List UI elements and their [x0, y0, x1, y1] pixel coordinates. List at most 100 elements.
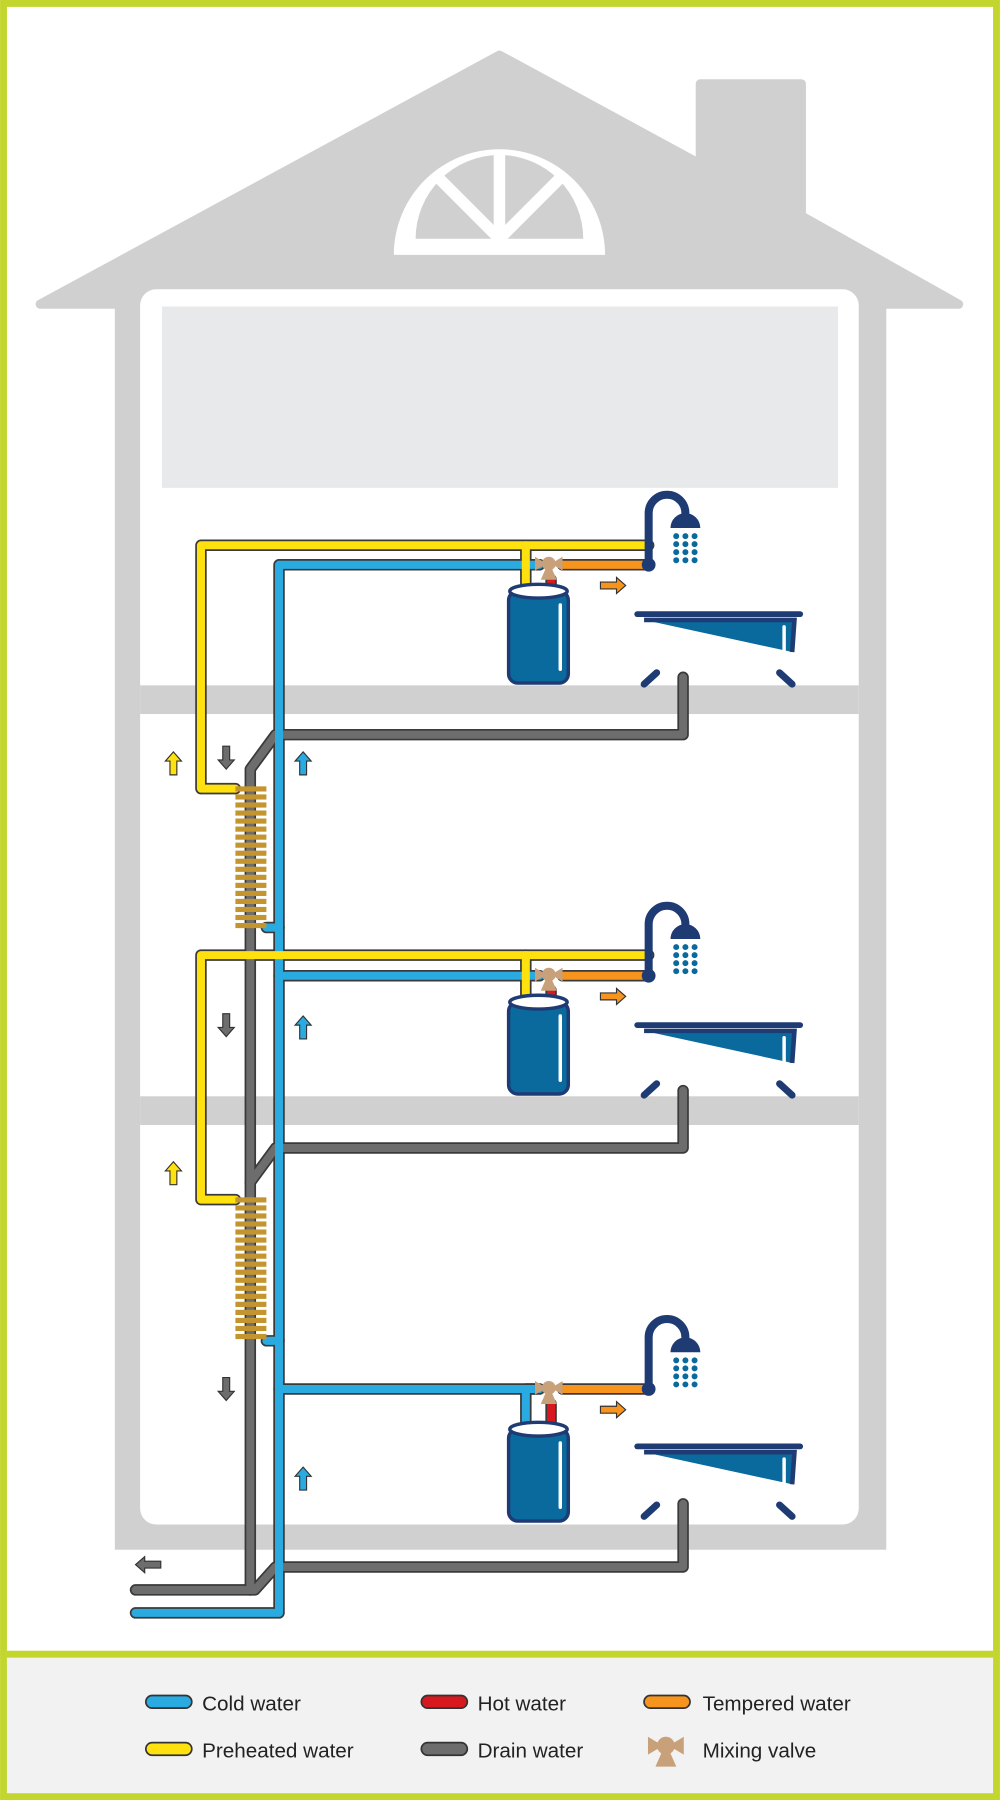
tub-leg: [640, 1080, 661, 1099]
shower-head: [670, 1337, 701, 1353]
heat-exchanger-coil: [235, 882, 267, 888]
heat-exchanger-coil: [235, 1245, 267, 1251]
shower-drop: [691, 944, 698, 951]
heat-exchanger-coil: [235, 874, 267, 880]
floor-fixtures: [506, 901, 804, 1099]
shower-joint: [641, 1382, 656, 1396]
heat-exchanger-coil: [235, 1317, 267, 1324]
heat-exchanger-coil: [235, 1237, 267, 1243]
heat-exchanger-coil: [235, 1213, 267, 1219]
drain-flow-arrow-icon: [216, 1376, 236, 1402]
preheated-flow-arrow-icon: [164, 1160, 183, 1186]
shower-drop: [691, 533, 698, 540]
heat-exchanger-coil: [235, 922, 267, 929]
water-heater-tank-icon: [506, 1420, 571, 1523]
heat-exchanger-coil: [235, 794, 267, 800]
hot-water-swatch: [420, 1694, 469, 1710]
heat-exchanger-coil: [235, 1221, 267, 1227]
heat-exchanger-coil: [235, 834, 267, 840]
heat-exchanger-coil: [235, 898, 267, 905]
mixing-valve-icon: [647, 1736, 684, 1767]
flow-arrows: [134, 576, 627, 1574]
tempered-water-swatch: [643, 1694, 691, 1710]
cold-flow-arrow-icon: [293, 751, 313, 776]
preheated-water-pipe: [196, 951, 653, 1204]
shower-drop: [682, 952, 689, 959]
cold-flow-arrow-icon: [293, 1015, 313, 1040]
shower-drop: [682, 533, 689, 540]
heat-exchanger-coil: [235, 850, 267, 856]
tank-top: [508, 1420, 569, 1438]
heat-exchanger-coil: [235, 1261, 267, 1267]
mixing-valve-icon: [535, 556, 563, 580]
shower-drop: [682, 1365, 689, 1372]
shower-drop: [682, 549, 689, 556]
heat-exchanger-coil: [235, 786, 267, 792]
valve-part: [551, 556, 563, 571]
heat-exchanger-coil: [235, 1333, 267, 1340]
shower-drop: [691, 1357, 698, 1364]
shower-pipe: [644, 490, 690, 565]
valve-part: [535, 556, 547, 571]
preheated-flow-arrow-icon: [164, 751, 183, 776]
shower-joint: [641, 968, 656, 983]
heat-exchanger-coil: [235, 866, 267, 872]
shower-drop: [682, 541, 689, 548]
cold-water-pipe: [521, 1385, 540, 1439]
cold-water-pipe: [131, 560, 544, 1617]
legend: Cold water Hot water Tempered water Preh…: [144, 1692, 851, 1767]
tub-body: [644, 1449, 797, 1485]
heat-exchanger-coil: [235, 1325, 267, 1332]
shower-drop: [673, 1373, 680, 1380]
shower-drop: [673, 541, 680, 548]
shower-drop: [682, 1373, 689, 1380]
floor-slab: [140, 1096, 859, 1125]
water-heater-tank-icon: [506, 582, 571, 685]
shower-drop: [682, 1357, 689, 1364]
heat-exchanger-coil: [235, 1277, 267, 1283]
floor-fixtures: [506, 1315, 804, 1523]
cold-water-swatch: [144, 1694, 193, 1710]
heat-exchanger-coil: [235, 1309, 267, 1315]
shower-drop: [673, 952, 680, 959]
tempered-flow-arrow-icon: [599, 576, 627, 595]
shower-icon: [641, 1315, 701, 1396]
shower-icon: [641, 901, 701, 983]
valve-part: [540, 569, 557, 580]
heat-exchanger-coil: [235, 890, 267, 896]
shower-drop: [673, 557, 680, 564]
mixing-valve-icon: [535, 967, 563, 991]
drain-flow-arrow-icon: [216, 1013, 236, 1038]
valve-part: [541, 1380, 556, 1395]
tub-leg: [776, 1080, 796, 1099]
preheated-water-pipe: [196, 541, 653, 793]
legend-panel: [6, 1655, 994, 1794]
heat-exchanger-coil: [235, 1229, 267, 1235]
legend-mixing-valve: Mixing valve: [703, 1740, 817, 1763]
heat-exchanger: [235, 786, 267, 929]
shower-drop: [691, 1365, 698, 1372]
tub-leg: [640, 669, 661, 688]
legend-preheated-water: Preheated water: [202, 1740, 354, 1763]
preheated-water-swatch: [144, 1741, 193, 1757]
drain-water-swatch: [420, 1741, 469, 1757]
shower-drop: [691, 557, 698, 564]
drain-outflow-arrow-icon: [134, 1555, 162, 1574]
attic-window: [393, 149, 606, 255]
shower-joint: [641, 557, 656, 572]
heat-exchangers: [235, 786, 267, 1340]
shower-drop: [673, 968, 680, 975]
shower-drop: [673, 960, 680, 967]
tempered-flow-arrow-icon: [599, 1400, 627, 1419]
valve-part: [551, 967, 563, 982]
legend-tempered-water: Tempered water: [703, 1692, 851, 1715]
valve-part: [541, 556, 556, 571]
drain-flow-arrow-icon: [216, 745, 236, 771]
shower-drop: [682, 557, 689, 564]
shower-drop: [673, 944, 680, 951]
tub-leg: [776, 669, 796, 688]
shower-drop: [682, 960, 689, 967]
heat-exchanger-coil: [235, 802, 267, 808]
shower-drop: [691, 1381, 698, 1388]
shower-head: [670, 924, 701, 940]
